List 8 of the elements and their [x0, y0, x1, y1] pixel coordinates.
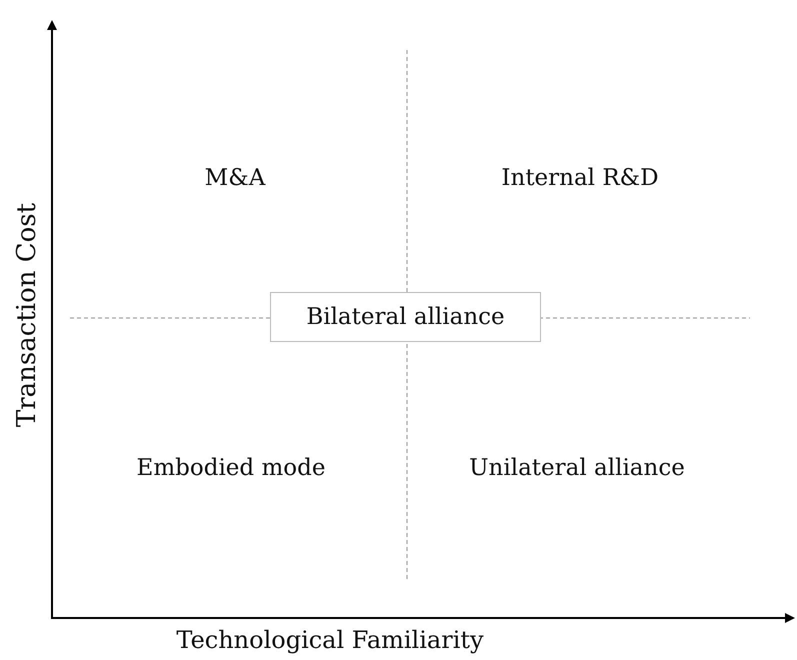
quadrant-label: Unilateral alliance — [469, 455, 685, 481]
axis-title: Transaction Cost — [12, 202, 42, 428]
quadrant-label: M&A — [204, 165, 266, 191]
label-box — [270, 292, 541, 342]
quadrant-label: Internal R&D — [501, 165, 659, 191]
axis-title: Technological Familiarity — [176, 626, 484, 654]
box-label: Bilateral alliance — [306, 304, 505, 330]
quadrant-label: Embodied mode — [136, 455, 326, 481]
